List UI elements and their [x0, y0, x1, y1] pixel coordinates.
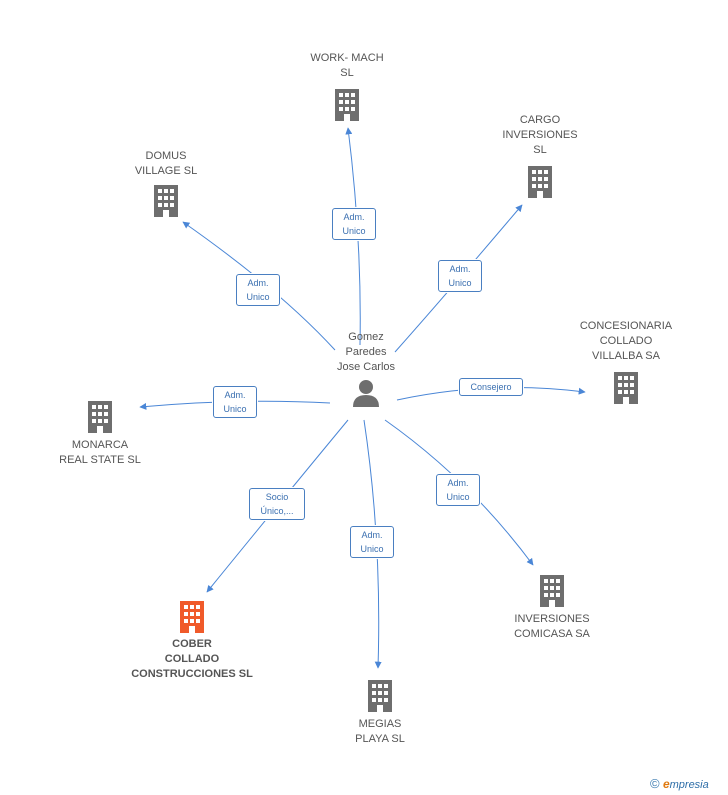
company-node-monarca[interactable]: MONARCA REAL STATE SL: [40, 399, 160, 468]
center-person-node[interactable]: Gomez Paredes Jose Carlos: [318, 330, 414, 408]
edge-label-domus[interactable]: Adm. Unico: [236, 274, 280, 306]
company-name: WORK- MACH SL: [310, 52, 384, 79]
company-name: MEGIAS PLAYA SL: [355, 718, 405, 745]
company-node-concesionaria[interactable]: CONCESIONARIA COLLADO VILLALBA SA: [566, 319, 686, 404]
building-icon: [368, 680, 392, 712]
building-icon: [540, 575, 564, 607]
company-name: CARGO INVERSIONES SL: [502, 114, 578, 156]
building-icon: [614, 372, 638, 404]
center-person-name: Gomez Paredes Jose Carlos: [336, 331, 396, 373]
edge-label-megias[interactable]: Adm. Unico: [350, 526, 394, 558]
brand-logo-text: mpresia: [669, 779, 709, 791]
edge-label-monarca[interactable]: Adm. Unico: [213, 386, 257, 418]
company-node-work-mach[interactable]: WORK- MACH SL: [287, 51, 407, 121]
edge-label-cober[interactable]: Socio Único,...: [249, 488, 305, 520]
edge-label-inversiones-comicasa[interactable]: Adm. Unico: [436, 474, 480, 506]
footer-brand: © empresia: [650, 776, 709, 791]
brand-logo-initial: e: [662, 777, 670, 791]
building-icon: [335, 89, 359, 121]
company-node-cober[interactable]: COBER COLLADO CONSTRUCCIONES SL: [116, 599, 268, 682]
person-icon: [353, 380, 379, 407]
company-node-inversiones-comicasa[interactable]: INVERSIONES COMICASA SA: [492, 573, 612, 642]
company-node-domus[interactable]: DOMUS VILLAGE SL: [106, 149, 226, 217]
edge-label-cargo[interactable]: Adm. Unico: [438, 260, 482, 292]
building-icon: [88, 401, 112, 433]
edge-label-work-mach[interactable]: Adm. Unico: [332, 208, 376, 240]
company-name: INVERSIONES COMICASA SA: [514, 613, 590, 640]
company-node-megias[interactable]: MEGIAS PLAYA SL: [320, 678, 440, 747]
company-node-cargo[interactable]: CARGO INVERSIONES SL: [480, 113, 600, 198]
building-icon: [528, 166, 552, 198]
building-icon: [180, 601, 204, 633]
building-icon: [154, 185, 178, 217]
company-name: COBER COLLADO CONSTRUCCIONES SL: [131, 638, 253, 680]
company-name: DOMUS VILLAGE SL: [134, 150, 198, 177]
copyright-symbol: ©: [650, 776, 660, 791]
company-name: MONARCA REAL STATE SL: [59, 439, 141, 466]
edge-label-concesionaria[interactable]: Consejero: [459, 378, 523, 396]
company-name: CONCESIONARIA COLLADO VILLALBA SA: [579, 320, 673, 362]
